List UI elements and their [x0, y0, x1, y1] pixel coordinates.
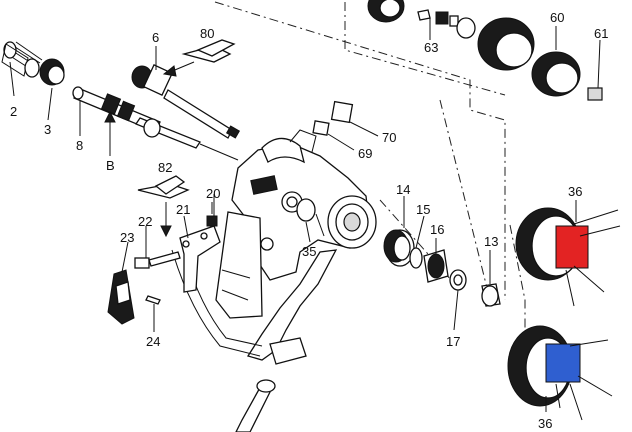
- blue-insert: [545, 343, 581, 383]
- label-80: 80: [200, 26, 214, 41]
- part-23-clip: [107, 269, 135, 325]
- part-21-trigger: [179, 225, 221, 293]
- label-6: 6: [152, 30, 159, 45]
- label-22: 22: [138, 214, 152, 229]
- air-cap-blue: [507, 325, 613, 421]
- leader-lines: [9, 18, 601, 412]
- part-15-oring: [409, 247, 423, 269]
- label-8: 8: [76, 138, 83, 153]
- part-80-tube: [162, 39, 236, 77]
- part-24-pin: [145, 295, 161, 305]
- part-22-bolt: [134, 251, 181, 269]
- part-20-screw: [206, 202, 218, 227]
- label-15: 15: [416, 202, 430, 217]
- label-60: 60: [550, 10, 564, 25]
- red-insert: [555, 225, 589, 269]
- part-3-ring: [39, 58, 65, 86]
- label-17: 17: [446, 334, 460, 349]
- part-14-ring: [383, 229, 415, 267]
- label-35: 35: [302, 244, 316, 259]
- label-16: 16: [430, 222, 444, 237]
- air-cap-red: [515, 207, 621, 307]
- label-36-bottom: 36: [538, 416, 552, 431]
- label-24: 24: [146, 334, 160, 349]
- label-23: 23: [120, 230, 134, 245]
- part-2-spring: [1, 41, 43, 78]
- label-63: 63: [424, 40, 438, 55]
- label-14: 14: [396, 182, 410, 197]
- callout-labels: 2 3 8 B 6 80 70 69 82 20 21 22 23 24 35 …: [10, 10, 608, 431]
- label-69: 69: [358, 146, 372, 161]
- part-35-washer: [296, 198, 316, 243]
- part-17-washer: [449, 269, 467, 291]
- part-13-fitting: [481, 283, 501, 307]
- part-70-label: [330, 100, 379, 137]
- label-3: 3: [44, 122, 51, 137]
- label-2: 2: [10, 104, 17, 119]
- label-70: 70: [382, 130, 396, 145]
- label-20: 20: [206, 186, 220, 201]
- part-6-rod: [131, 64, 241, 139]
- part-82-tube: [137, 175, 190, 238]
- label-21: 21: [176, 202, 190, 217]
- hose-and-handle: [171, 249, 338, 432]
- label-61: 61: [594, 26, 608, 41]
- label-13: 13: [484, 234, 498, 249]
- part-8-needle: [72, 86, 239, 161]
- label-82: 82: [158, 160, 172, 175]
- label-36-top: 36: [568, 184, 582, 199]
- label-B: B: [106, 158, 115, 173]
- top-parts: [367, 0, 603, 101]
- part-16-nozzle: [423, 249, 449, 283]
- part-69-label: [312, 120, 355, 151]
